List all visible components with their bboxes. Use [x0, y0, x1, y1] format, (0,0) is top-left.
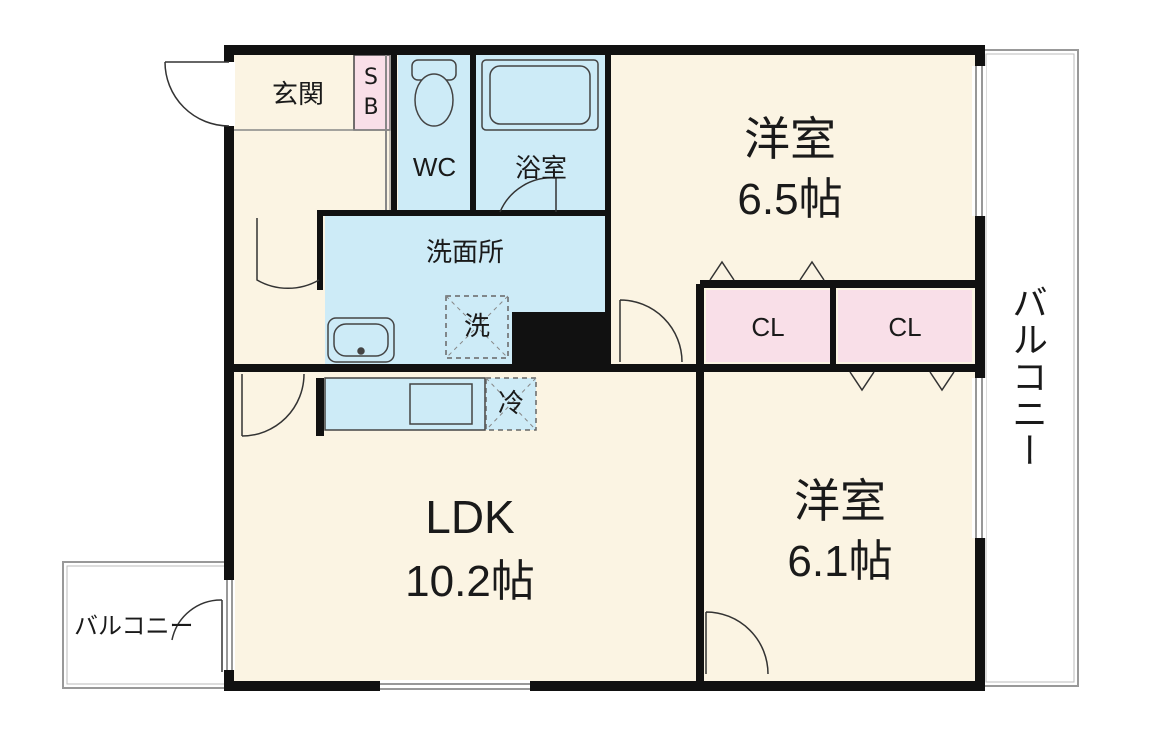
- closet2-area: [838, 290, 972, 362]
- bedroom2-size-label: 6.1帖: [787, 537, 893, 586]
- bedroom1-name-label: 洋室: [744, 112, 836, 166]
- bath-label: 浴室: [514, 154, 567, 184]
- washroom-label: 洗面所: [425, 238, 504, 268]
- fridge-label: 冷: [497, 389, 524, 419]
- bathtub-fixture: [481, 59, 599, 131]
- entrance-step: [229, 55, 391, 210]
- outer-walls: [224, 45, 985, 691]
- shoebox-label-b: B: [363, 95, 379, 120]
- balcony-west: [62, 561, 232, 689]
- washer-label: 洗: [463, 312, 490, 342]
- washer-space: [445, 295, 509, 359]
- balcony-east: [981, 49, 1079, 687]
- toilet-label: WC: [412, 152, 457, 182]
- kitchen-counter: [324, 377, 486, 431]
- bedroom1-size-label: 6.5帖: [737, 175, 843, 224]
- shoebox-label-s: S: [364, 65, 378, 90]
- windows: [223, 66, 986, 692]
- entrance-label: 玄関: [271, 80, 324, 110]
- sink-fixture: [327, 317, 395, 363]
- shoebox-area: [353, 54, 391, 131]
- balcony-west-label: バルコニー: [74, 612, 194, 640]
- closet1-area: [706, 290, 830, 362]
- ldk-size-label: 10.2帖: [405, 557, 535, 606]
- doors: [164, 61, 955, 675]
- bedroom2-name-label: 洋室: [794, 474, 886, 528]
- closet2-label: CL: [888, 312, 922, 342]
- kitchen-sink: [409, 383, 473, 425]
- ldk-name-label: LDK: [425, 491, 515, 543]
- pipe-shaft: [512, 312, 608, 368]
- closet1-label: CL: [751, 312, 785, 342]
- balcony-east-label: バルコニー: [1006, 284, 1047, 469]
- fridge-space: [485, 377, 537, 431]
- toilet-fixture: [411, 59, 457, 127]
